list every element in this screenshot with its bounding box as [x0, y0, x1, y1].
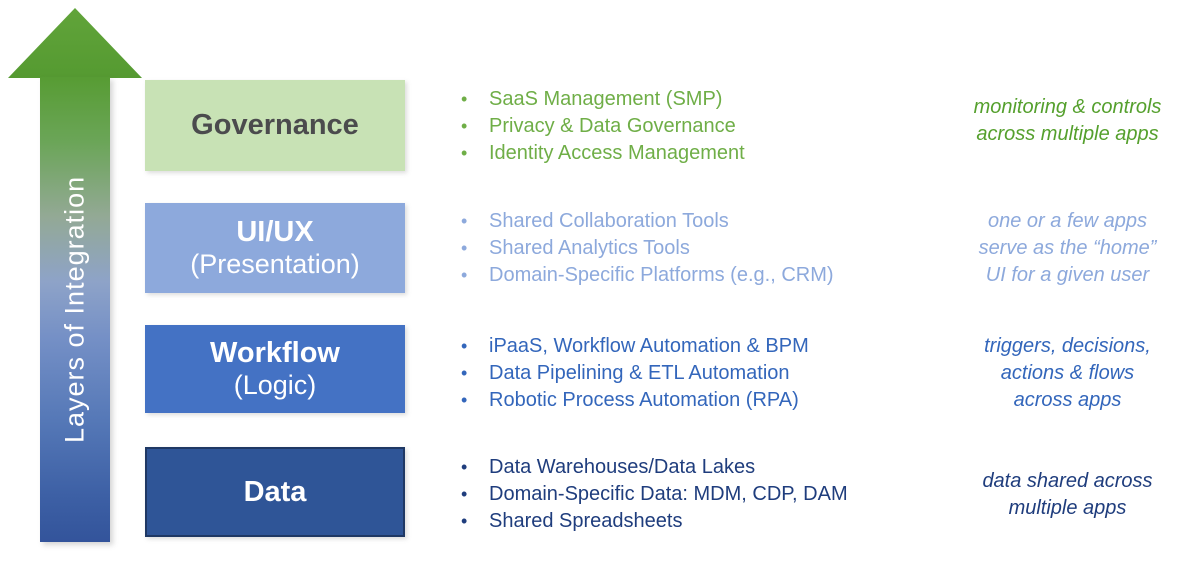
list-item-label: Robotic Process Automation (RPA)	[489, 389, 799, 411]
governance-side-note: monitoring & controls across multiple ap…	[940, 94, 1195, 148]
list-item: • SaaS Management (SMP)	[455, 86, 935, 113]
bullet-icon: •	[461, 238, 468, 258]
bullet-icon: •	[461, 390, 468, 410]
bullet-icon: •	[461, 511, 468, 531]
note-line: data shared across	[982, 470, 1153, 492]
uiux-side-note: one or a few apps serve as the “home” UI…	[940, 208, 1195, 289]
list-item: • Data Pipelining & ETL Automation	[455, 360, 935, 387]
list-item: • Shared Analytics Tools	[455, 235, 935, 262]
list-item: • Robotic Process Automation (RPA)	[455, 387, 935, 414]
note-line: across apps	[1013, 389, 1122, 411]
layer-title: Workflow	[210, 336, 340, 369]
layer-box-data: Data	[145, 447, 405, 537]
note-line: across multiple apps	[976, 123, 1159, 145]
layer-box-uiux: UI/UX (Presentation)	[145, 203, 405, 293]
layer-box-workflow: Workflow (Logic)	[145, 325, 405, 413]
list-item-label: Domain-Specific Data: MDM, CDP, DAM	[489, 483, 848, 505]
list-item: • Shared Collaboration Tools	[455, 208, 935, 235]
up-arrow-shaft	[40, 77, 110, 542]
note-line: actions & flows	[1000, 362, 1135, 384]
list-item-label: SaaS Management (SMP)	[489, 88, 723, 110]
data-bullet-list: • Data Warehouses/Data Lakes • Domain-Spec…	[455, 454, 935, 535]
layer-box-governance: Governance	[145, 80, 405, 171]
layer-title: Governance	[191, 109, 359, 142]
list-item-label: Data Pipelining & ETL Automation	[489, 362, 790, 384]
note-line: monitoring & controls	[973, 96, 1162, 118]
axis-label-layers-of-integration: Layers of Integration	[59, 175, 90, 444]
list-item: • Identity Access Management	[455, 140, 935, 167]
bullet-icon: •	[461, 116, 468, 136]
note-line: triggers, decisions,	[984, 335, 1151, 357]
bullet-icon: •	[461, 336, 468, 356]
bullet-icon: •	[461, 484, 468, 504]
uiux-bullet-list: • Shared Collaboration Tools • Shared Anal…	[455, 208, 935, 289]
bullet-icon: •	[461, 211, 468, 231]
list-item-label: Shared Spreadsheets	[489, 510, 683, 532]
layer-subtitle: (Presentation)	[190, 249, 360, 280]
layer-title: UI/UX	[236, 215, 314, 248]
list-item: • Domain-Specific Platforms (e.g., CRM)	[455, 262, 935, 289]
note-line: UI for a given user	[985, 264, 1150, 286]
bullet-icon: •	[461, 363, 468, 383]
list-item-label: Shared Analytics Tools	[489, 237, 690, 259]
note-line: serve as the “home”	[978, 237, 1157, 259]
layer-subtitle: (Logic)	[233, 370, 317, 401]
bullet-icon: •	[461, 143, 468, 163]
list-item: • Shared Spreadsheets	[455, 508, 935, 535]
list-item-label: Identity Access Management	[489, 142, 745, 164]
bullet-icon: •	[461, 265, 468, 285]
list-item-label: Data Warehouses/Data Lakes	[489, 456, 756, 478]
bullet-icon: •	[461, 89, 468, 109]
governance-bullet-list: • SaaS Management (SMP) • Privacy & Data G…	[455, 86, 935, 167]
list-item-label: Shared Collaboration Tools	[489, 210, 729, 232]
list-item-label: Privacy & Data Governance	[489, 115, 736, 137]
data-side-note: data shared across multiple apps	[940, 468, 1195, 522]
bullet-icon: •	[461, 457, 468, 477]
workflow-bullet-list: • iPaaS, Workflow Automation & BPM • Data …	[455, 333, 935, 414]
list-item-label: Domain-Specific Platforms (e.g., CRM)	[489, 264, 834, 286]
note-line: one or a few apps	[988, 210, 1147, 232]
list-item: • iPaaS, Workflow Automation & BPM	[455, 333, 935, 360]
list-item: • Privacy & Data Governance	[455, 113, 935, 140]
list-item: • Data Warehouses/Data Lakes	[455, 454, 935, 481]
up-arrow-head-icon	[8, 8, 142, 78]
note-line: multiple apps	[1008, 497, 1127, 519]
list-item-label: iPaaS, Workflow Automation & BPM	[489, 335, 809, 357]
layer-title: Data	[243, 475, 307, 508]
workflow-side-note: triggers, decisions, actions & flows acr…	[940, 333, 1195, 414]
list-item: • Domain-Specific Data: MDM, CDP, DAM	[455, 481, 935, 508]
